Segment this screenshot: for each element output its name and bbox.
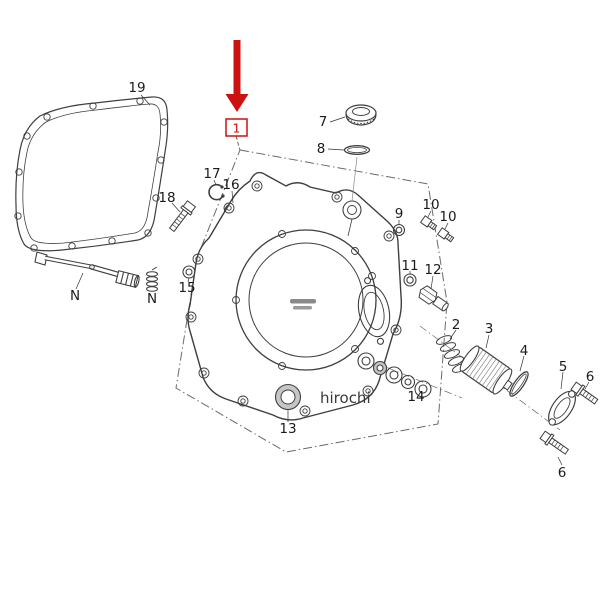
callout-1-box[interactable]: 1 [225, 118, 248, 137]
part-label-10a[interactable]: 10 [422, 197, 439, 213]
part-label-6a[interactable]: 6 [586, 369, 595, 385]
part-number-labels: 19 7 8 17 16 18 9 10 10 11 12 15 N N 13 … [70, 80, 594, 481]
part-label-13[interactable]: 13 [279, 421, 296, 437]
part-label-8[interactable]: 8 [317, 141, 326, 157]
part-label-19[interactable]: 19 [128, 80, 145, 96]
part-label-11[interactable]: 11 [401, 258, 418, 274]
part-label-10b[interactable]: 10 [439, 209, 456, 225]
part-6-bolts-drawing [539, 381, 599, 455]
part-label-14[interactable]: 14 [407, 389, 424, 405]
part-label-2[interactable]: 2 [452, 317, 461, 333]
leader-lines [75, 94, 590, 466]
part-1-crankcase-cover-drawing [185, 171, 403, 421]
part-label-17[interactable]: 17 [203, 166, 220, 182]
part-4-oring-drawing [509, 371, 529, 397]
part-label-6b[interactable]: 6 [558, 465, 567, 481]
part-9-oring-drawing [392, 223, 406, 237]
red-pointer-arrow-icon [225, 40, 249, 112]
callout-1-label[interactable]: 1 [233, 121, 241, 136]
part-label-18[interactable]: 18 [158, 190, 175, 206]
part-8-oring-drawing [343, 145, 371, 202]
part-18-bolt-drawing [168, 200, 197, 233]
part-label-9[interactable]: 9 [395, 206, 404, 222]
part-12-plug-drawing [418, 285, 449, 312]
part-N-spring-drawing [146, 266, 158, 292]
part-label-N-lever: N [70, 288, 80, 304]
part-label-15[interactable]: 15 [178, 280, 195, 296]
watermark-text: hirochi [320, 389, 371, 407]
part-11-oring-drawing [403, 273, 417, 287]
part-label-16[interactable]: 16 [222, 177, 239, 193]
part-3-oil-filter-drawing [459, 345, 513, 395]
part-label-4[interactable]: 4 [520, 343, 529, 359]
part-15-oring-drawing [182, 265, 196, 279]
part-label-12[interactable]: 12 [424, 262, 441, 278]
part-13-seal-drawing [274, 383, 302, 411]
part-label-5[interactable]: 5 [559, 359, 568, 375]
part-17-snap-ring-drawing [208, 183, 225, 201]
part-19-gasket-drawing [14, 96, 169, 252]
part-5-filter-cover-drawing [548, 390, 576, 426]
part-label-7[interactable]: 7 [319, 114, 328, 130]
part-label-3[interactable]: 3 [485, 321, 494, 337]
cover-logo-emboss [290, 299, 316, 310]
part-10-bolts-drawing [419, 215, 455, 243]
part-7-filler-cap-drawing [345, 104, 377, 126]
part-N-lever-drawing [34, 251, 140, 288]
part-14-washer-set-drawing [357, 352, 432, 398]
part-label-N-spring: N [147, 291, 157, 307]
